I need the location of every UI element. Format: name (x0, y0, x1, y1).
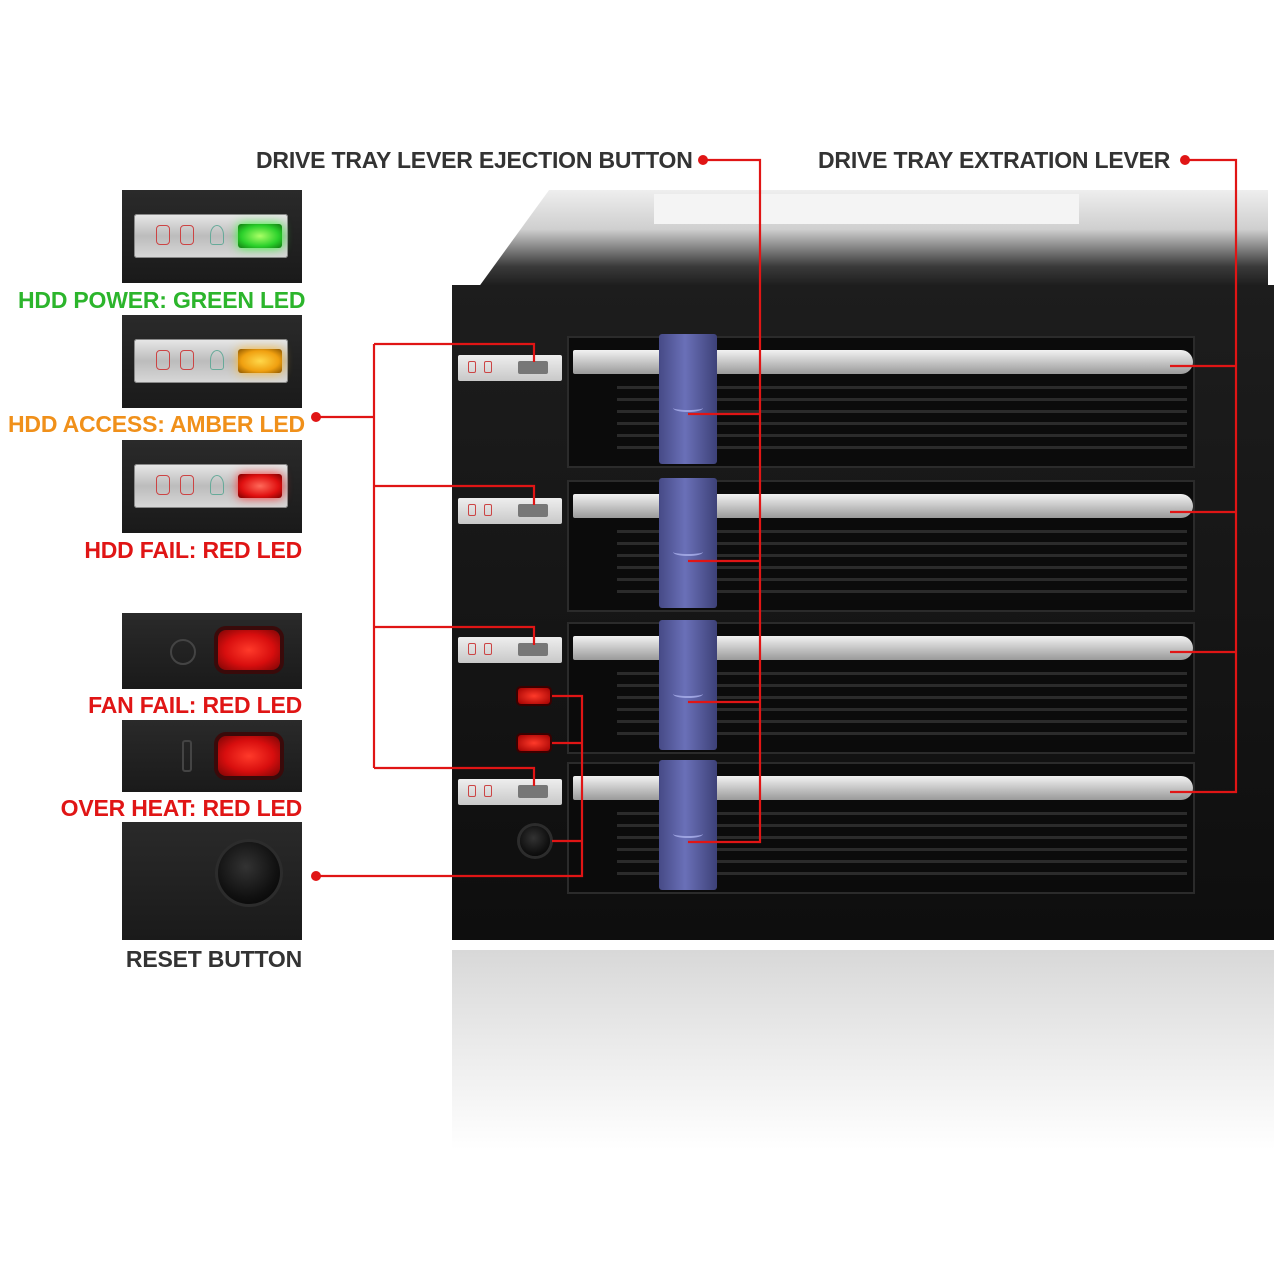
reset-button-icon (218, 842, 280, 904)
ejection-button (659, 478, 717, 608)
drive-bay-1 (567, 334, 1195, 468)
red-led (238, 474, 282, 498)
hdd-icon (180, 350, 194, 370)
bay-4-led-panel (458, 779, 562, 805)
ejection-button (659, 620, 717, 750)
fan-fail-led (218, 630, 280, 670)
hdd-access-label: HDD ACCESS: AMBER LED (8, 411, 305, 437)
ejection-button (659, 334, 717, 464)
fan-icon (170, 639, 196, 665)
bulb-icon (210, 225, 224, 245)
over-heat-closeup (122, 720, 302, 792)
over-heat-label: OVER HEAT: RED LED (60, 795, 303, 821)
drive-bay-3 (567, 620, 1195, 754)
hdd-icon (156, 225, 170, 245)
ejection-button-callout: DRIVE TRAY LEVER EJECTION BUTTON (256, 147, 693, 173)
drive-bay-4 (567, 760, 1195, 894)
hdd-icon (156, 475, 170, 495)
thermometer-icon (182, 740, 192, 772)
ejection-button (659, 760, 717, 890)
reset-closeup (122, 822, 302, 940)
extraction-lever-callout: DRIVE TRAY EXTRATION LEVER (818, 147, 1171, 173)
hdd-icon (180, 475, 194, 495)
fan-fail-label: FAN FAIL: RED LED (88, 692, 302, 718)
bay-2-led-panel (458, 498, 562, 524)
fan-fail-indicator (518, 688, 550, 704)
hdd-icon (180, 225, 194, 245)
fail-led-closeup (122, 440, 302, 533)
reflection (452, 950, 1274, 1150)
drive-bay-2 (567, 478, 1195, 612)
over-heat-indicator (518, 735, 550, 751)
label-sticker (654, 194, 1079, 224)
hdd-icon (156, 350, 170, 370)
green-led (238, 224, 282, 248)
power-led-closeup (122, 190, 302, 283)
access-led-closeup (122, 315, 302, 408)
bulb-icon (210, 350, 224, 370)
fan-fail-closeup (122, 613, 302, 689)
bulb-icon (210, 475, 224, 495)
bay-1-led-panel (458, 355, 562, 381)
hdd-fail-label: HDD FAIL: RED LED (84, 537, 302, 563)
reset-button[interactable] (520, 826, 550, 856)
hdd-power-label: HDD POWER: GREEN LED (18, 287, 306, 313)
amber-led (238, 349, 282, 373)
over-heat-led (218, 736, 280, 776)
bay-3-led-panel (458, 637, 562, 663)
reset-button-label: RESET BUTTON (125, 946, 302, 972)
